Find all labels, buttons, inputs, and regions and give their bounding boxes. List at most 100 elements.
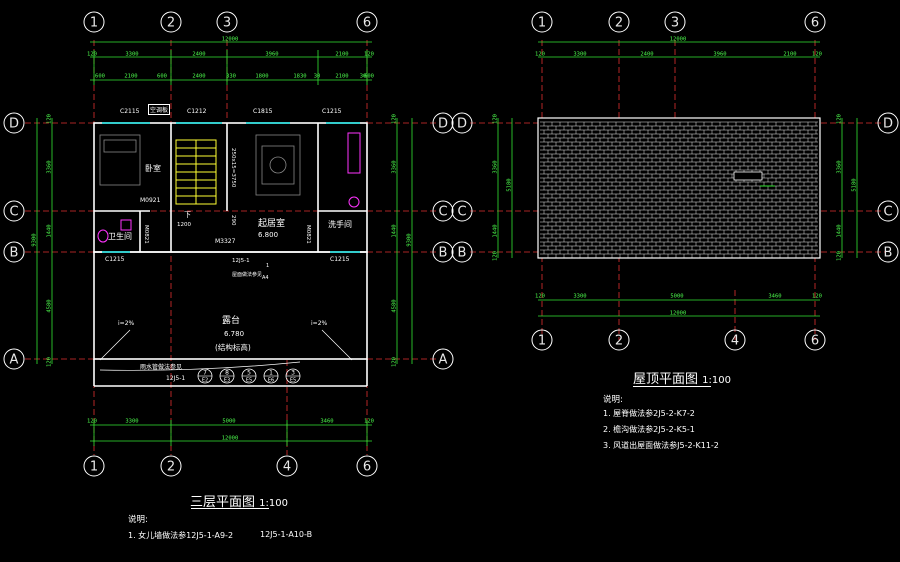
roof-right-dim-0: 120 <box>837 114 843 124</box>
roof-axis-left-D-label: D <box>457 117 467 132</box>
roof-axis-top-1-label: 1 <box>538 16 546 31</box>
roof-left-dim-1: 3360 <box>493 160 499 173</box>
roof-bottom-dim-0: 120 <box>535 294 545 300</box>
floor-axis-top-3-circle <box>216 11 238 33</box>
floor-axis-bottom-6-label: 6 <box>363 460 371 475</box>
floor-axis-right-A-label: A <box>439 353 448 368</box>
roof-plan <box>470 40 885 340</box>
roof-top-dim-4: 2100 <box>783 52 796 58</box>
roof-dimension-lines <box>497 41 858 317</box>
floor-left-dim-3: 4580 <box>47 299 53 312</box>
floor-bottom-dim-3: 3460 <box>320 419 333 425</box>
floor-right-dim-4: 120 <box>392 357 398 367</box>
roof-axis-left-B-label: B <box>458 246 467 261</box>
floor-axis-left-C-circle <box>3 200 25 222</box>
roof-bottom-total: 12000 <box>670 311 687 317</box>
roof-left-dim-0: 120 <box>493 114 499 124</box>
marker-ref-4: E5 <box>290 378 296 384</box>
roof-left-dim-2: 1440 <box>493 224 499 237</box>
floor-axis-bottom-1-label: 1 <box>90 460 98 475</box>
roof-axis-top-1-circle <box>531 11 553 33</box>
roof-right-dim-3: 120 <box>837 251 843 261</box>
marker-ref-1: E3 <box>224 378 230 384</box>
roof-tiles <box>537 117 821 259</box>
roof-bottom-dim-4: 120 <box>812 294 822 300</box>
roof-axis-top-6-label: 6 <box>811 16 819 31</box>
marker-ref-0: E2 <box>202 378 208 384</box>
floor-top-dim2-5: 1800 <box>255 74 268 80</box>
roof-axis-left-C-label: C <box>457 205 466 220</box>
floor-axis-bottom-1-circle <box>83 455 105 477</box>
roof-top-dim-3: 3960 <box>713 52 726 58</box>
floor-axis-top-6-label: 6 <box>363 16 371 31</box>
roof-left-total: 5180 <box>507 178 513 191</box>
marker-num-1: 8 <box>225 370 229 377</box>
marker-ref-3: E6 <box>268 378 274 384</box>
floor-left-dim-0: 120 <box>47 114 53 124</box>
floor-top-dim-0: 120 <box>87 52 97 58</box>
floor-right-dim-1: 3360 <box>392 160 398 173</box>
floor-axis-right-B-label: B <box>439 246 448 261</box>
floor-top-dim-4: 2100 <box>335 52 348 58</box>
roof-axis-right-D-label: D <box>883 117 893 132</box>
marker-num-3: 1 <box>269 370 273 377</box>
floor-top-dim2-0: 600 <box>95 74 105 80</box>
floor-bottom-total: 12000 <box>222 436 239 442</box>
marker-num-0: 7 <box>203 370 207 377</box>
roof-axis-right-B-circle <box>877 241 899 263</box>
floor-left-total: 9300 <box>32 233 38 246</box>
floor-axis-top-1-label: 1 <box>90 16 98 31</box>
floor-bottom-dim-1: 3300 <box>125 419 138 425</box>
floor-axis-left-B-label: B <box>10 246 19 261</box>
roof-axis-top-2-label: 2 <box>615 16 623 31</box>
roof-axis-bottom-1-label: 1 <box>538 334 546 349</box>
floor-left-dim-4: 120 <box>47 357 53 367</box>
roof-axis-top-3-circle <box>664 11 686 33</box>
floor-top-dim2-7: 30 <box>314 74 321 80</box>
roof-axis-bottom-2-label: 2 <box>615 334 623 349</box>
roof-right-dim-1: 3360 <box>837 160 843 173</box>
roof-axis-right-B-label: B <box>884 246 893 261</box>
roof-axis-bottom-4-label: 4 <box>731 334 739 349</box>
floor-top-dim-2: 2400 <box>192 52 205 58</box>
marker-ref-2: E5 <box>246 378 252 384</box>
floor-right-dim-3: 4580 <box>392 299 398 312</box>
roof-axis-right-C-circle <box>877 200 899 222</box>
roof-bottom-dim-3: 3460 <box>768 294 781 300</box>
roof-top-dim-2: 2400 <box>640 52 653 58</box>
roof-axis-bottom-1-circle <box>531 329 553 351</box>
floor-axis-bottom-2-circle <box>160 455 182 477</box>
roof-axis-top-6-circle <box>804 11 826 33</box>
roof-top-dim-0: 120 <box>535 52 545 58</box>
floor-top-dim-3: 3960 <box>265 52 278 58</box>
roof-overall-width: 12000 <box>670 37 687 43</box>
floor-axis-top-3-label: 3 <box>223 16 231 31</box>
floor-axis-left-C-label: C <box>9 205 18 220</box>
floor-axis-right-B-circle <box>432 241 454 263</box>
roof-axis-left-D-circle <box>451 112 473 134</box>
floor-top-dim2-6: 1830 <box>293 74 306 80</box>
floor-top-dim2-3: 2400 <box>192 74 205 80</box>
floor-top-dim-5: 120 <box>364 52 374 58</box>
roof-axis-right-D-circle <box>877 112 899 134</box>
roof-axis-top-3-label: 3 <box>671 16 679 31</box>
floor-left-dim-2: 1440 <box>47 224 53 237</box>
roof-left-dim-3: 120 <box>493 251 499 261</box>
floor-axis-top-2-label: 2 <box>167 16 175 31</box>
floor-axis-right-A-circle <box>432 348 454 370</box>
roof-axis-bottom-4-circle <box>724 329 746 351</box>
floor-top-dim2-4: 330 <box>226 74 236 80</box>
roof-axis-bottom-6-label: 6 <box>811 334 819 349</box>
floor-walls <box>93 122 368 387</box>
floor-stair <box>175 139 217 205</box>
floor-axis-bottom-4-circle <box>276 455 298 477</box>
floor-axis-right-C-circle <box>432 200 454 222</box>
floor-bottom-dim-2: 5000 <box>222 419 235 425</box>
roof-axis-top-2-circle <box>608 11 630 33</box>
floor-axis-right-C-label: C <box>438 205 447 220</box>
